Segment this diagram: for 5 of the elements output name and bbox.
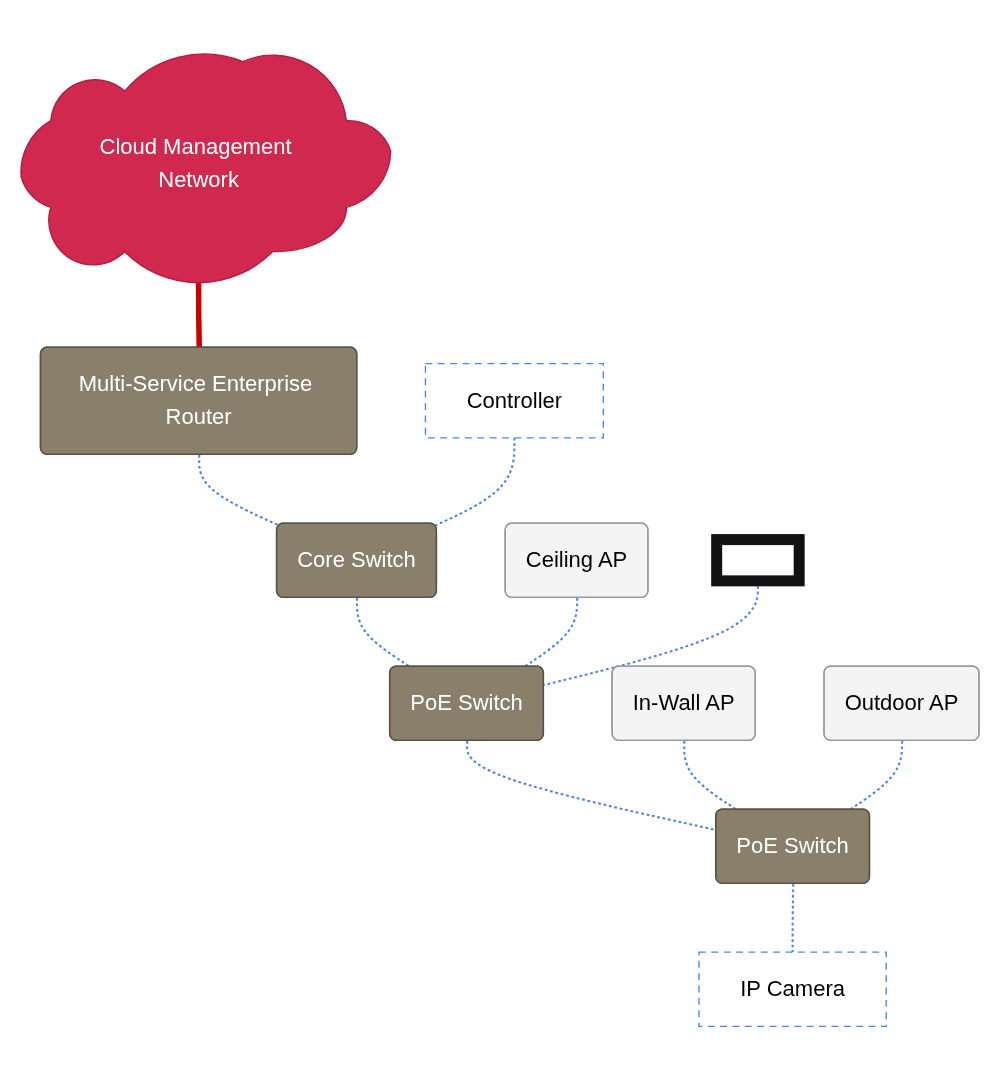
node-box: Controller — [424, 362, 604, 439]
node-box — [711, 533, 805, 587]
node-box: IP Camera — [698, 951, 887, 1027]
connector — [434, 437, 516, 527]
connector — [198, 454, 280, 527]
